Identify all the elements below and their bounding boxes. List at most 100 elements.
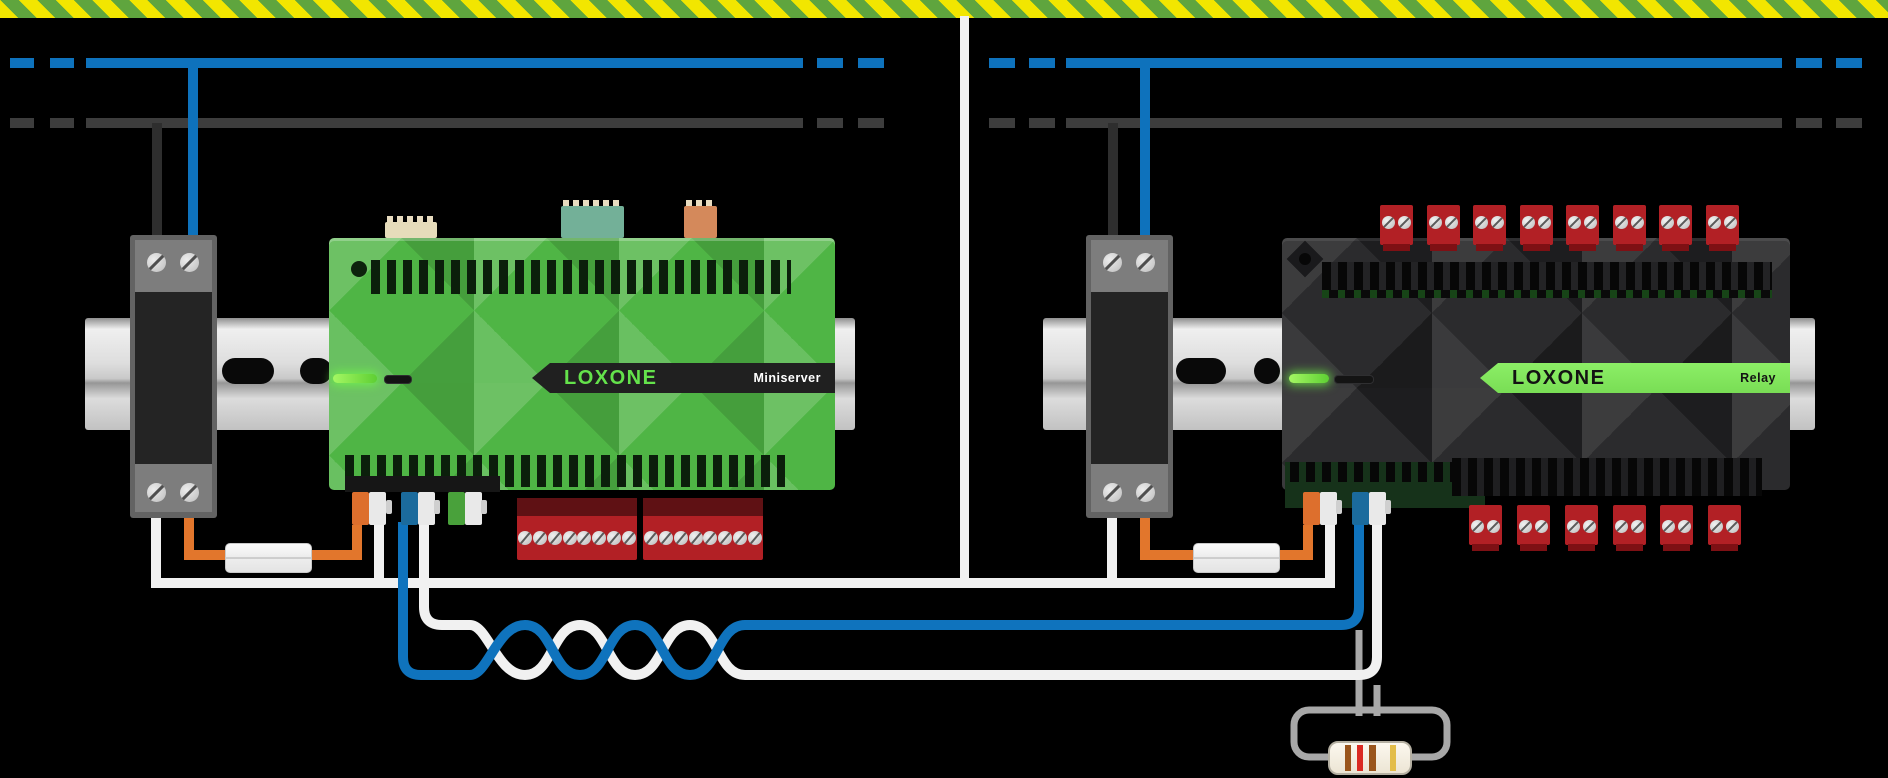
termination-resistor [1328,741,1412,775]
psu-24v-wire-left [184,550,225,560]
relay-output-terminal [1613,505,1646,551]
pe-earth-wire [0,0,1888,18]
relay-output-terminal [1706,205,1739,251]
line-bus-segment [817,118,843,128]
miniserver-tree-white-terminal [465,492,482,525]
neutral-bus-segment [10,58,34,68]
miniserver-brand-text: LOXONE [564,366,658,389]
miniserver-secondary-led [384,375,412,384]
relay-output-terminal [1469,505,1502,551]
psu-gnd-wire-left [151,517,161,588]
miniserver-io-terminal-strip [517,498,637,560]
psu-screw-terminal [1103,253,1122,272]
neutral-bus-segment [86,58,803,68]
relay-output-terminal [1517,505,1550,551]
relay-output-terminal [1565,505,1598,551]
relay-output-terminal [1473,205,1506,251]
relay-output-terminal [1659,205,1692,251]
neutral-bus-segment [1796,58,1822,68]
relay-pcb-pins [1290,462,1480,482]
neutral-bus-segment [50,58,74,68]
psu-screw-terminal [180,253,199,272]
mounting-hole [351,261,367,277]
terminal-latch [1336,500,1342,514]
link-wire-blue [398,522,1364,681]
psu-24v-wire-right [1140,550,1193,560]
din-rail-slot [1254,358,1280,384]
psu-body [135,292,212,464]
psu-24v-wire-right [1280,550,1313,560]
miniserver-gnd-terminal [369,492,386,525]
line-bus-segment [1796,118,1822,128]
line-bus-segment [86,118,803,128]
relay-top-vent-leds [1322,290,1772,298]
relay-output-terminal [1380,205,1413,251]
relay-status-led [1289,374,1329,383]
relay-extension-device: LOXONE Relay [1282,205,1790,551]
relay-model-text: Relay [1740,371,1776,385]
relay-output-terminal [1708,505,1741,551]
psu-output-terminal-block [135,464,212,512]
miniserver-top-connector-orange [684,200,717,238]
relay-output-terminal [1427,205,1460,251]
line-bus-segment [858,118,884,128]
psu-gnd-wire-right [1107,517,1117,588]
terminal-latch [386,500,392,514]
psu-screw-terminal [1136,483,1155,502]
miniserver-24v-terminal [352,492,369,525]
din-rail-slot [1176,358,1226,384]
relay-output-terminal [1566,205,1599,251]
relay-output-terminal [1613,205,1646,251]
relay-output-terminal [1520,205,1553,251]
miniserver-tree-terminal [448,492,465,525]
miniserver-io-terminal-strip [643,498,763,560]
relay-24v-terminal [1303,492,1320,525]
miniserver-link-blue-terminal [401,492,418,525]
resistor-band-red [1357,745,1363,771]
line-bus-segment [989,118,1015,128]
line-bus-segment [50,118,74,128]
terminal-latch [434,500,440,514]
neutral-bus-segment [989,58,1015,68]
line-bus-segment [1066,118,1782,128]
power-supply-right [1086,235,1173,518]
psu-24v-wire-right [1140,517,1150,560]
neutral-bus-segment [1066,58,1782,68]
miniserver-model-text: Miniserver [753,371,821,385]
miniserver-status-led [333,374,377,383]
psu-input-terminal-block [1091,240,1168,292]
neutral-feed-wire-right [1140,63,1150,238]
din-rail-slot [300,358,332,384]
relay-label-banner: LOXONE Relay [1480,363,1790,393]
relay-link-blue-terminal [1352,492,1369,525]
psu-screw-terminal [147,253,166,272]
resistor-band-gold [1390,745,1396,771]
relay-secondary-led [1334,375,1374,384]
psu-input-terminal-block [135,240,212,292]
fuse-left [225,543,312,573]
relay-link-white-terminal [1369,492,1386,525]
neutral-bus-segment [817,58,843,68]
gnd-bus-wire [151,578,1335,588]
line-feed-wire-left [152,123,162,238]
relay-output-terminal [1660,505,1693,551]
miniserver-label-banner: LOXONE Miniserver [532,363,835,393]
resistor-band-brown [1369,745,1376,771]
relay-gnd-wire [1325,525,1335,588]
miniserver-top-connector-beige [385,216,437,238]
psu-24v-wire-right [1303,525,1313,560]
psu-24v-wire-left [352,525,362,560]
power-supply-left [130,235,217,518]
relay-bottom-vents [1452,458,1762,496]
miniserver-link-white-terminal [418,492,435,525]
din-rail-slot [222,358,274,384]
link-wire-white [419,522,1382,681]
miniserver-gnd-wire [374,525,384,582]
miniserver-device: LOXONE Miniserver [329,200,835,560]
relay-brand-text: LOXONE [1512,366,1606,389]
line-bus-segment [1836,118,1862,128]
relay-gnd-terminal [1320,492,1337,525]
miniserver-top-connector-teal [561,200,624,238]
terminal-latch [1385,500,1391,514]
